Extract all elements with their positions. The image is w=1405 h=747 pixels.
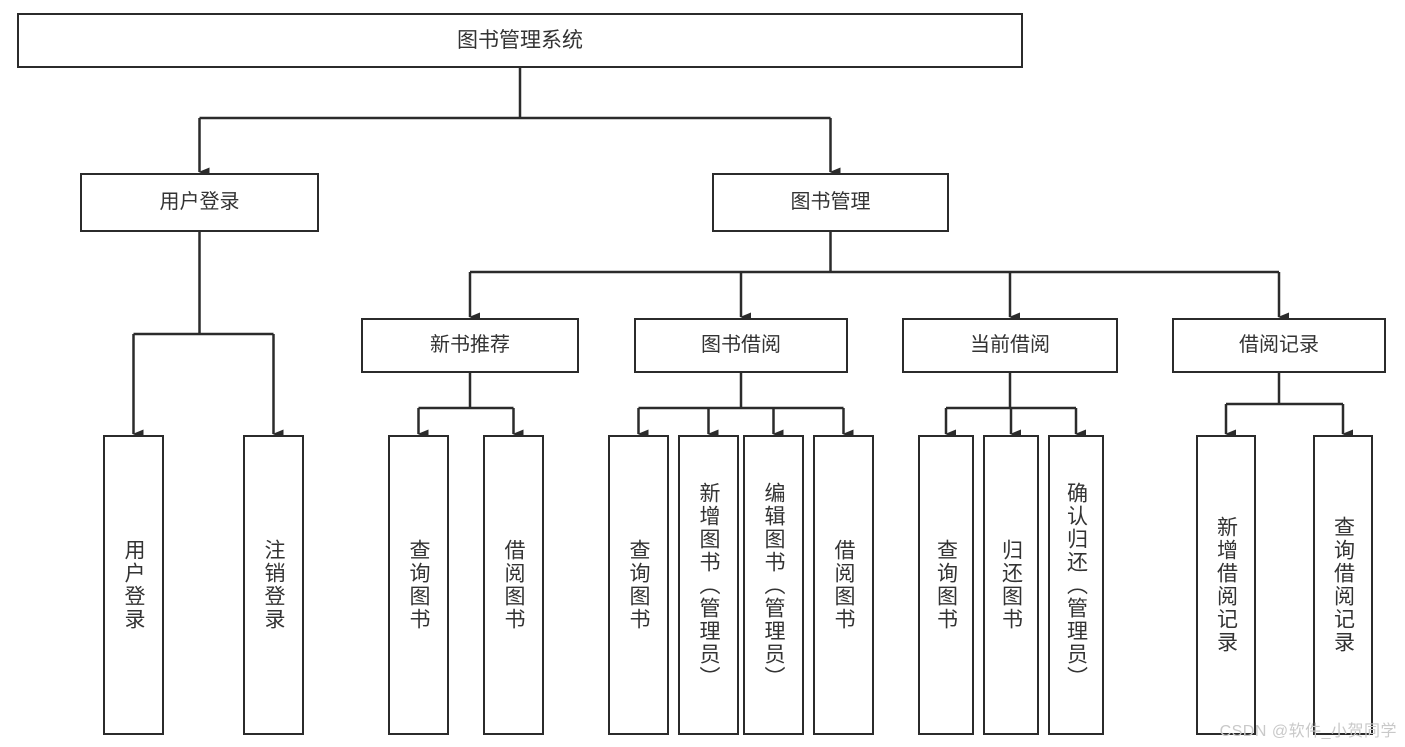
node-label: 新增图书（管理员） [697,481,720,689]
node-label: 查询借阅记录 [1331,516,1355,654]
node-leaf-borrow-book-2[interactable]: 借阅图书 [813,435,874,735]
node-leaf-edit-book[interactable]: 编辑图书（管理员） [743,435,804,735]
node-label: 借阅图书 [832,539,855,631]
node-label: 用户登录 [122,539,145,631]
node-label: 用户登录 [159,191,240,214]
node-leaf-user-logout[interactable]: 注销登录 [243,435,304,735]
node-label: 查询图书 [407,539,430,631]
node-label: 归还图书 [999,539,1023,631]
node-new-book-rec[interactable]: 新书推荐 [361,318,579,373]
node-label: 查询图书 [627,539,650,631]
node-leaf-user-login[interactable]: 用户登录 [103,435,164,735]
node-leaf-query-book-1[interactable]: 查询图书 [388,435,449,735]
node-label: 新书推荐 [430,334,510,357]
node-label: 编辑图书（管理员） [762,481,785,689]
node-leaf-add-book[interactable]: 新增图书（管理员） [678,435,739,735]
node-leaf-query-record[interactable]: 查询借阅记录 [1313,435,1373,735]
node-current-borrow[interactable]: 当前借阅 [902,318,1118,373]
node-book-manage[interactable]: 图书管理 [712,173,949,232]
node-borrow-record[interactable]: 借阅记录 [1172,318,1386,373]
node-label: 新增借阅记录 [1214,516,1238,654]
node-leaf-return-book[interactable]: 归还图书 [983,435,1039,735]
node-label: 注销登录 [262,539,285,631]
node-label: 图书借阅 [701,334,781,357]
node-label: 查询图书 [934,539,958,631]
node-label: 图书管理 [790,191,871,214]
node-leaf-borrow-book-1[interactable]: 借阅图书 [483,435,544,735]
node-leaf-query-book-2[interactable]: 查询图书 [608,435,669,735]
node-leaf-confirm-return[interactable]: 确认归还（管理员） [1048,435,1104,735]
node-label: 图书管理系统 [457,28,583,52]
node-user-login[interactable]: 用户登录 [80,173,319,232]
node-leaf-add-record[interactable]: 新增借阅记录 [1196,435,1256,735]
node-label: 借阅图书 [502,539,525,631]
node-label: 当前借阅 [970,334,1050,357]
node-leaf-query-book-3[interactable]: 查询图书 [918,435,974,735]
node-label: 借阅记录 [1239,334,1319,357]
node-label: 确认归还（管理员） [1064,481,1088,689]
node-book-borrow[interactable]: 图书借阅 [634,318,848,373]
node-root[interactable]: 图书管理系统 [17,13,1023,68]
